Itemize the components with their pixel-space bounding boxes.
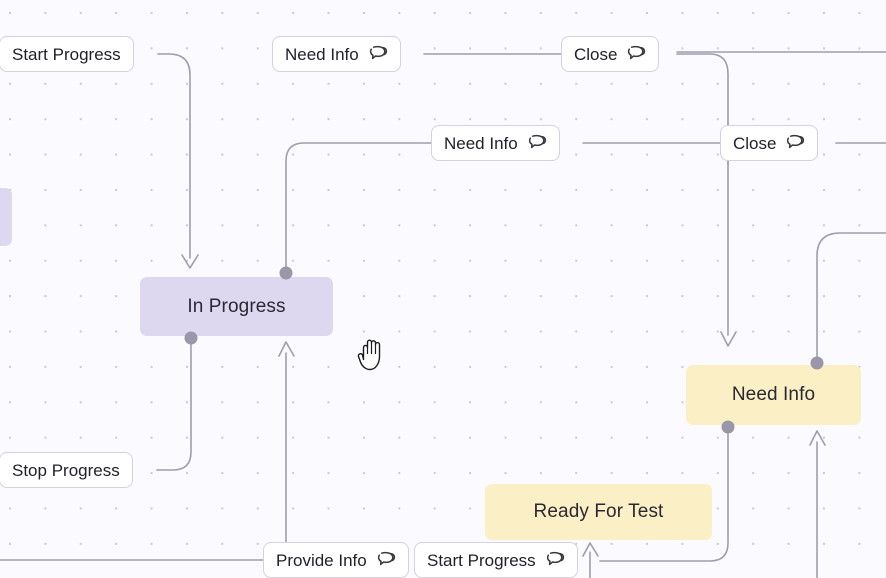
comment-icon <box>546 551 564 566</box>
edge-label-text: Start Progress <box>427 550 536 570</box>
edge-label-need-info-top[interactable]: Need Info <box>272 36 401 72</box>
edge-offscreen-right-to-need-info-top-handle <box>816 232 886 359</box>
edge-label-text: Provide Info <box>276 550 367 570</box>
edge-label-close-top[interactable]: Close <box>561 36 660 72</box>
arrow-down-need-info <box>720 331 737 347</box>
node-label: Ready For Test <box>533 501 664 522</box>
node-clipped-left[interactable] <box>0 188 12 246</box>
node-need-info[interactable]: Need Info <box>686 365 861 425</box>
comment-icon <box>787 134 805 149</box>
edge-stop-progress-to-in-progress <box>156 343 192 471</box>
node-ready-for-test[interactable]: Ready For Test <box>485 484 712 540</box>
edge-label-text: Close <box>733 133 777 153</box>
edge-label-text: Start Progress <box>12 44 121 64</box>
comment-icon <box>377 551 395 566</box>
handle-need-info-bottom[interactable] <box>721 420 735 434</box>
arrow-down-in-progress <box>181 254 199 269</box>
grab-hand-cursor <box>357 339 381 371</box>
edge-start-progress-to-in-progress <box>157 53 191 259</box>
edge-label-text: Need Info <box>285 44 359 64</box>
node-label: In Progress <box>187 295 286 317</box>
comment-icon <box>628 45 646 60</box>
node-in-progress[interactable]: In Progress <box>140 277 333 336</box>
node-label: Need Info <box>731 384 816 405</box>
edge-label-text: Need Info <box>444 133 518 153</box>
edge-in-progress-to-need-info-mid <box>285 142 433 271</box>
edge-label-text: Stop Progress <box>12 460 120 480</box>
edge-label-start-progress-bottom[interactable]: Start Progress <box>414 542 578 578</box>
comment-icon <box>369 45 387 60</box>
edge-label-stop-progress[interactable]: Stop Progress <box>0 452 133 488</box>
handle-in-progress-top[interactable] <box>279 266 293 280</box>
handle-in-progress-bottom[interactable] <box>184 331 198 345</box>
edge-label-close-mid[interactable]: Close <box>720 125 819 161</box>
edge-close-top-down-to-need-info <box>676 53 729 336</box>
arrow-up-need-info-node <box>809 430 826 446</box>
arrow-up-ready-for-test <box>582 542 599 557</box>
edge-label-start-progress-top[interactable]: Start Progress <box>0 36 134 72</box>
edge-label-provide-info[interactable]: Provide Info <box>263 542 409 578</box>
comment-icon <box>528 134 546 149</box>
edge-label-text: Close <box>574 44 618 64</box>
handle-need-info-top[interactable] <box>810 356 824 370</box>
arrow-up-in-progress <box>278 341 295 357</box>
edge-label-need-info-mid[interactable]: Need Info <box>431 125 560 161</box>
